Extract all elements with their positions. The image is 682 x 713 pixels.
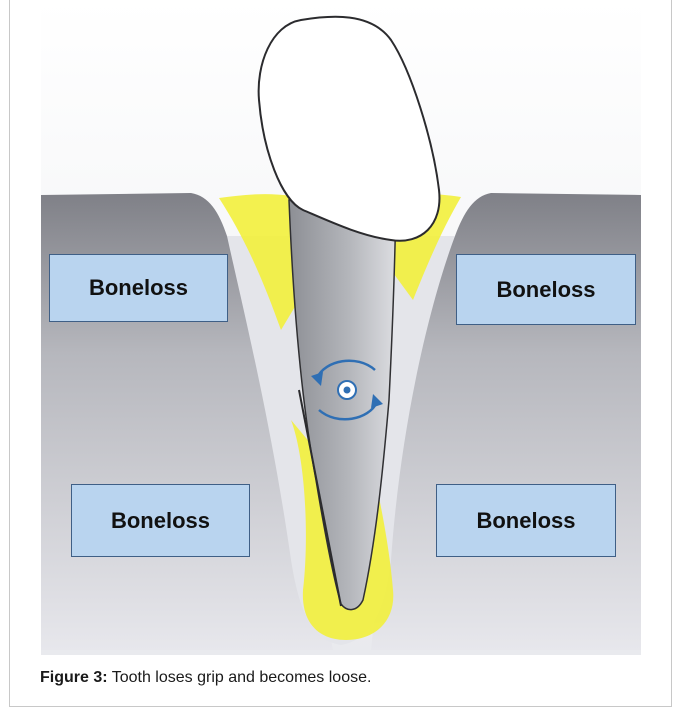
boneloss-label-top-right: Boneloss bbox=[456, 254, 636, 325]
boneloss-label-bottom-left: Boneloss bbox=[71, 484, 250, 557]
boneloss-label-top-left: Boneloss bbox=[49, 254, 228, 322]
caption-text: Tooth loses grip and becomes loose. bbox=[108, 669, 372, 686]
figure-caption: Figure 3: Tooth loses grip and becomes l… bbox=[40, 669, 371, 687]
boneloss-label-bottom-right: Boneloss bbox=[436, 484, 616, 557]
caption-prefix: Figure 3: bbox=[40, 669, 108, 686]
